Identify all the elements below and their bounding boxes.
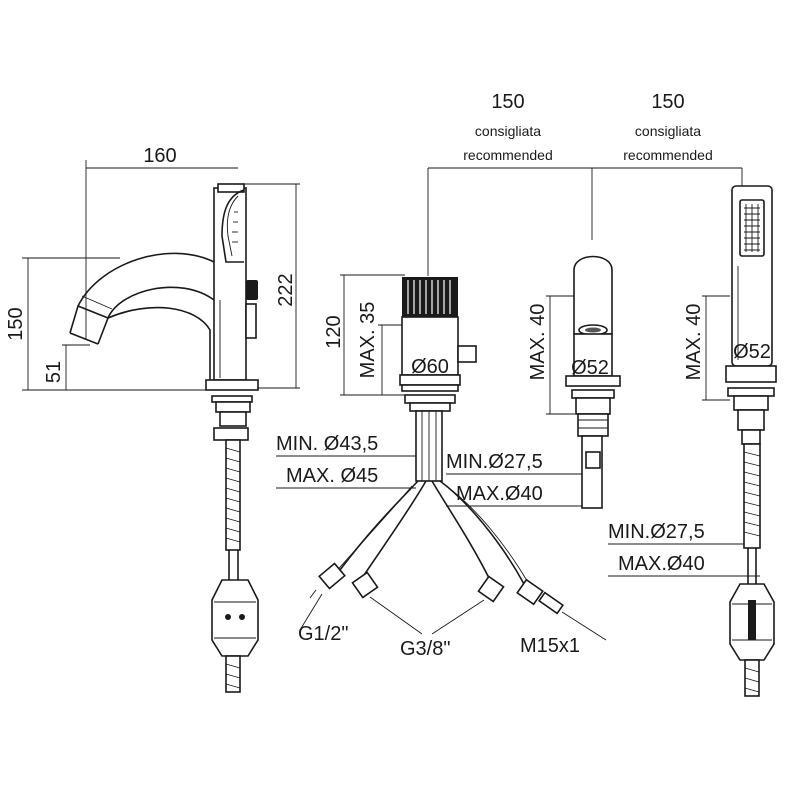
recommended-b-label: recommended — [623, 147, 713, 163]
dia-52-right-label: Ø52 — [733, 341, 771, 363]
consigliata-b-label: consigliata — [635, 123, 701, 139]
dim-150-left-label: 150 — [5, 307, 27, 340]
spacing-150-b-label: 150 — [651, 91, 684, 113]
dim-max40-mid-label: MAX. 40 — [527, 304, 549, 381]
thread-g12-label: G1/2" — [298, 623, 348, 645]
thread-m15-label: M15x1 — [520, 635, 580, 657]
fitting-g38-right — [477, 575, 505, 603]
dim-max40-right-label: MAX. 40 — [683, 304, 705, 381]
fitting-m15 — [516, 578, 564, 615]
dim-120-label: 120 — [323, 315, 345, 348]
dia-60-label: Ø60 — [411, 356, 449, 378]
spout-side-view: 160 222 150 51 — [5, 145, 300, 693]
spacing-150-a-label: 150 — [491, 91, 524, 113]
fitting-g12 — [309, 562, 346, 599]
max-40-dia-mid-label: MAX.Ø40 — [456, 483, 543, 505]
dim-160-label: 160 — [143, 145, 176, 167]
diverter-side-view: MAX. 40 Ø52 MIN.Ø27,5 MAX.Ø40 — [446, 255, 621, 509]
max-40-dia-right-label: MAX.Ø40 — [618, 553, 705, 575]
dim-222-label: 222 — [275, 273, 297, 306]
mixer-side-view: 120 MAX. 35 Ø60 MIN. Ø43,5 MAX. Ø45 — [276, 274, 607, 660]
thread-g38-label: G3/8" — [400, 638, 450, 660]
max-45-label: MAX. Ø45 — [286, 465, 378, 487]
hand-shower-side-view: MAX. 40 Ø52 MIN.Ø27,5 MAX.Ø40 — [608, 185, 777, 697]
min-27-5-right-label: MIN.Ø27,5 — [608, 521, 705, 543]
fitting-g38-left — [351, 571, 379, 599]
recommended-a-label: recommended — [463, 147, 553, 163]
dim-51-label: 51 — [43, 361, 65, 383]
spacing-dimensions: 150 consigliata recommended 150 consigli… — [427, 91, 743, 276]
min-43-5-label: MIN. Ø43,5 — [276, 433, 378, 455]
consigliata-a-label: consigliata — [475, 123, 541, 139]
min-27-5-mid-label: MIN.Ø27,5 — [446, 451, 543, 473]
dia-52-mid-label: Ø52 — [571, 357, 609, 379]
dim-max35-label: MAX. 35 — [357, 302, 379, 379]
